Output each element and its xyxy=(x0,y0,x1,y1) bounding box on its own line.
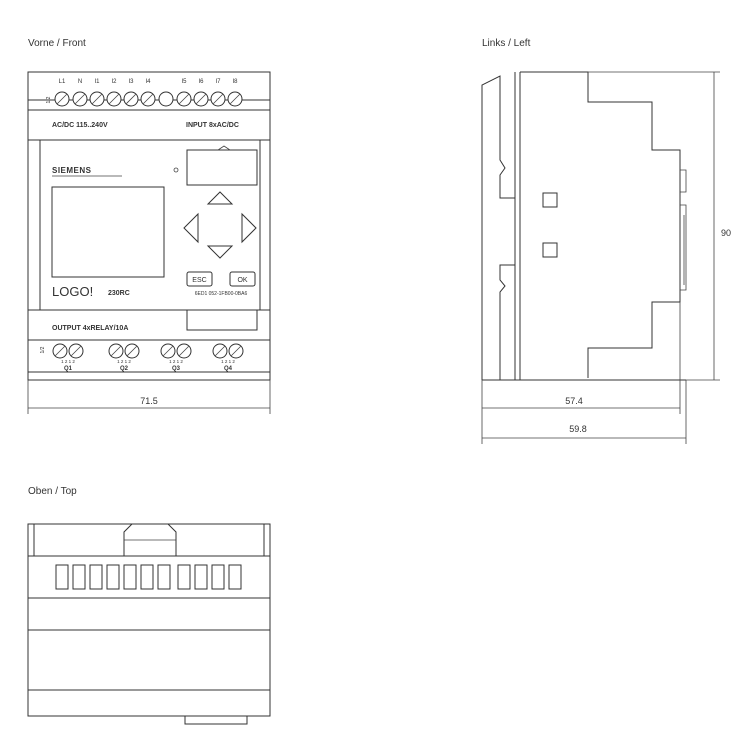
relay-label: Q2 xyxy=(120,366,129,372)
top-view xyxy=(27,523,271,725)
order-number: 6ED1 052-1FB00-0BA6 xyxy=(195,291,248,297)
relay-terminal-label: 1 2 1 2 xyxy=(221,359,235,364)
ok-label: OK xyxy=(237,277,247,284)
output-label: OUTPUT 4xRELAY/10A xyxy=(52,325,128,332)
terminal-label-top: I8 xyxy=(232,79,238,85)
input-label: INPUT 8xAC/DC xyxy=(186,122,239,129)
esc-label: ESC xyxy=(192,277,206,284)
side-mark-top: 1/2 xyxy=(46,96,52,103)
relay-label: Q4 xyxy=(224,366,233,372)
depth-dimension: 57.4 59.8 xyxy=(481,302,687,444)
depth-total-dimension-value: 59.8 xyxy=(569,424,587,434)
esc-button[interactable]: ESC xyxy=(186,271,213,287)
label-slot xyxy=(186,309,258,331)
height-dimension: 90 xyxy=(588,71,731,381)
terminal-label-top: I4 xyxy=(145,79,151,85)
width-dimension-value: 71.5 xyxy=(140,396,158,406)
key-up-icon[interactable] xyxy=(206,191,234,205)
height-dimension-value: 90 xyxy=(721,228,731,238)
lcd-display xyxy=(51,186,165,278)
relay-terminals xyxy=(52,343,244,359)
key-left-icon[interactable] xyxy=(183,212,199,244)
width-dimension: 71.5 xyxy=(27,380,271,414)
front-view-label: Vorne / Front xyxy=(28,38,86,49)
model-name: LOGO! xyxy=(52,284,93,299)
terminal-label-top: I5 xyxy=(181,79,187,85)
terminal-label-top: I2 xyxy=(111,79,117,85)
front-view: L1 N I1 I2 I3 I4 I5 I6 I7 I8 1/2 AC/DC 1… xyxy=(27,71,271,414)
top-view-label: Oben / Top xyxy=(28,486,77,497)
model-variant: 230RC xyxy=(108,290,130,297)
left-view: 90 57.4 59.8 xyxy=(481,71,731,444)
terminal-openings xyxy=(55,564,242,590)
relay-label: Q3 xyxy=(172,366,181,372)
relay-terminal-label: 1 2 1 2 xyxy=(117,359,131,364)
left-view-label: Links / Left xyxy=(482,38,531,49)
memory-slot xyxy=(186,149,258,186)
ok-button[interactable]: OK xyxy=(229,271,256,287)
relay-terminal-label: 1 2 1 2 xyxy=(61,359,75,364)
depth-dimension-value: 57.4 xyxy=(565,396,583,406)
relay-terminal-label: 1 2 1 2 xyxy=(169,359,183,364)
relay-label: Q1 xyxy=(64,366,73,372)
terminal-label-top: L1 xyxy=(59,79,66,85)
terminal-label-top: I3 xyxy=(128,79,134,85)
key-down-icon[interactable] xyxy=(206,245,234,259)
power-label: AC/DC 115..240V xyxy=(52,122,108,129)
top-terminal-screws xyxy=(54,91,243,107)
key-right-icon[interactable] xyxy=(241,212,257,244)
terminal-label-top: I7 xyxy=(215,79,221,85)
brand-label: SIEMENS xyxy=(52,166,92,175)
terminal-label-top: I1 xyxy=(94,79,100,85)
terminal-label-top: I6 xyxy=(198,79,204,85)
side-mark-bottom: 1/2 xyxy=(40,346,46,353)
terminal-label-top: N xyxy=(78,79,82,85)
